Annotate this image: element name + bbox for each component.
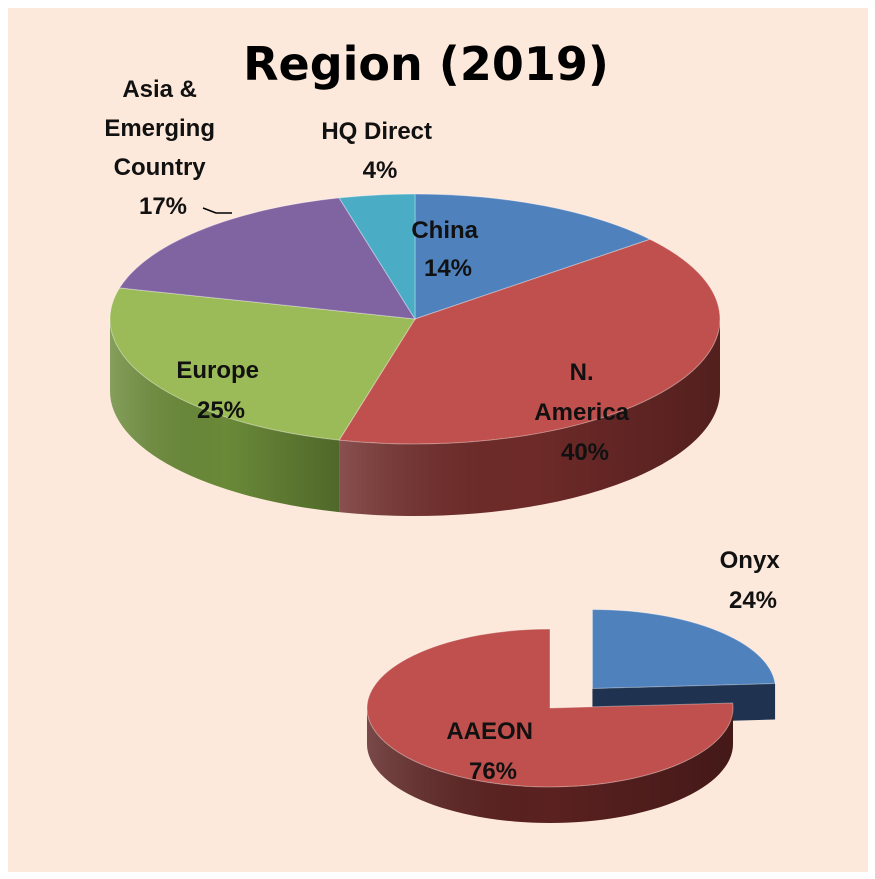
chart-frame: Region (2019) China 14% N. America 40% E… <box>8 8 868 872</box>
pie1-slice-n-america <box>338 238 721 445</box>
pie2-slice-aaeon <box>366 628 734 788</box>
pie1-slice-hq-direct <box>338 193 416 321</box>
pie1-slice-europe <box>109 287 416 441</box>
asia-leader-line <box>202 207 232 214</box>
pie2-slice-onyx <box>591 608 776 690</box>
label-europe: Europe 25% <box>176 357 265 424</box>
pie2-tops <box>366 608 776 788</box>
pie-charts: Region (2019) China 14% N. America 40% E… <box>104 37 787 823</box>
pie1-sides <box>109 319 720 516</box>
label-hq-direct: HQ Direct 4% <box>321 118 438 184</box>
pie1-side-shade-europe <box>109 319 340 513</box>
pie2-side-shade-aaeon <box>367 708 733 823</box>
label-n-america: N. America 40% <box>534 359 635 466</box>
label-aaeon: AAEON 76% <box>446 718 539 785</box>
pie1-side-shade-n-america <box>339 319 720 516</box>
pie1-tops <box>109 193 721 445</box>
label-onyx: Onyx 24% <box>720 547 787 614</box>
pie1-slice-china <box>414 193 652 320</box>
label-china: China 14% <box>411 217 484 282</box>
pie1-slice-asia-emerging-country <box>118 197 416 320</box>
label-asia: Asia & Emerging Country 17% <box>104 76 221 220</box>
chart-title: Region (2019) <box>243 37 609 91</box>
